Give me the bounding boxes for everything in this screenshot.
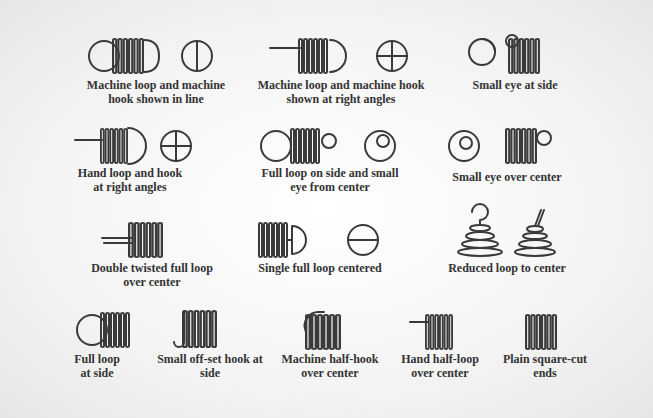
spring-end-caption: Single full loop centered xyxy=(225,261,415,275)
spring-end-caption: Machine half-hook over center xyxy=(274,352,386,380)
spring-end-caption: Small eye at side xyxy=(435,78,595,92)
spring-end-caption: Small off-set hook at side xyxy=(148,352,272,380)
spring-end-caption: Double twisted full loop over center xyxy=(91,261,213,289)
spring-end-caption: Full loop on side and small eye from cen… xyxy=(261,166,399,194)
spring-end-caption: Machine loop and machine hook shown in l… xyxy=(76,78,236,106)
spring-end-caption: Hand half-loop over center xyxy=(392,352,488,380)
spring-end-caption: Machine loop and machine hook shown at r… xyxy=(255,78,427,106)
spring-end-caption: Small eye over center xyxy=(422,170,592,184)
spring-end-caption: Hand loop and hook at right angles xyxy=(72,166,188,194)
spring-end-caption: Plain square-cut ends xyxy=(500,352,590,380)
spring-end-caption: Reduced loop to center xyxy=(422,261,592,275)
spring-end-caption: Full loop at side xyxy=(68,352,126,380)
